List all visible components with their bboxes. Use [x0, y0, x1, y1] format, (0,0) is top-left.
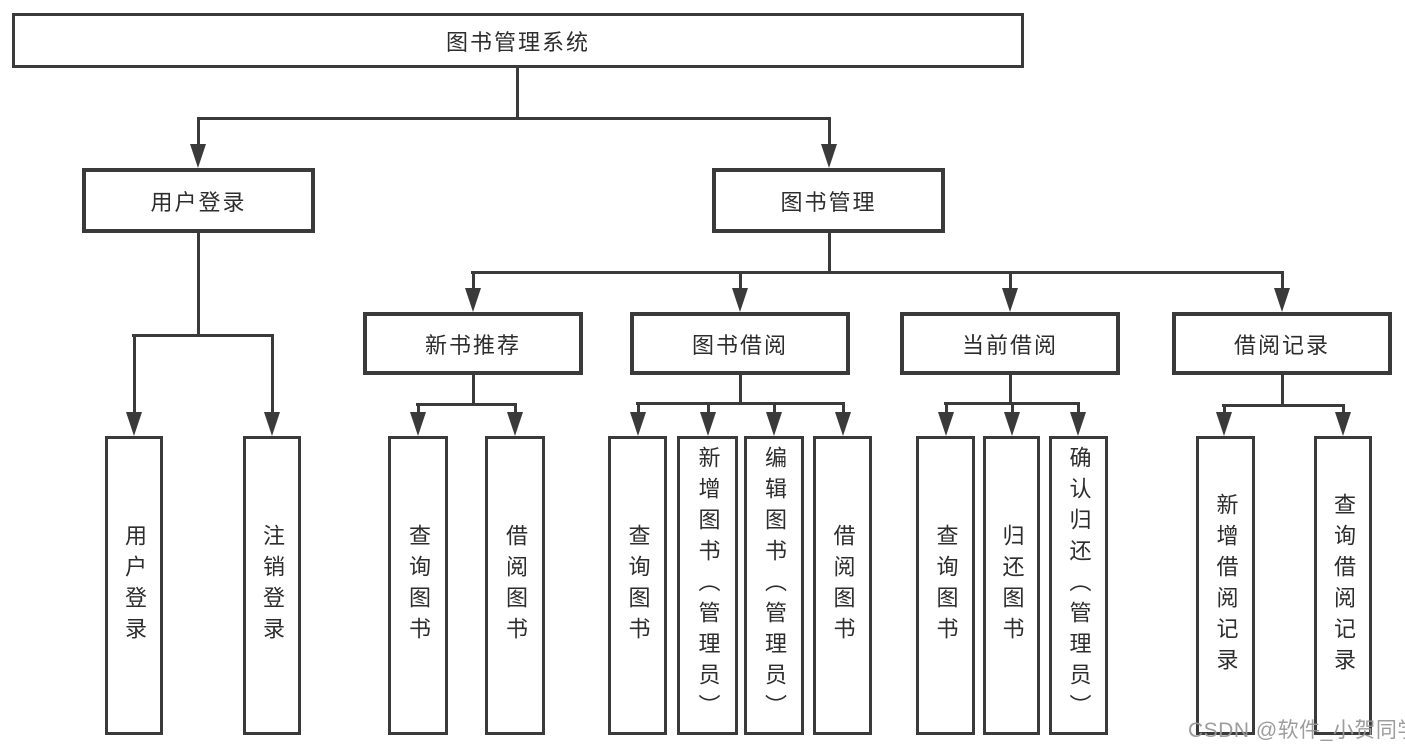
arrowhead: [766, 412, 782, 436]
leaf-user-login: 用户登录: [105, 436, 163, 735]
connector-book-mgmt-stem-4: [1281, 271, 1284, 293]
leaf-confirm-return-admin: 确认归还（管理员）: [1049, 436, 1108, 735]
connector-borrowing-stem-1: [637, 402, 640, 417]
connector-borrowing-stem-4: [842, 402, 845, 417]
connector-book-mgmt-hline: [471, 271, 1284, 274]
connector-user-login-stem-2: [271, 334, 274, 418]
node-new-book-recommendation: 新书推荐: [363, 312, 583, 375]
connector-book-mgmt-stem-3: [1009, 271, 1012, 293]
connector-book-mgmt-stem-2: [739, 271, 742, 293]
connector-borrowing-hline: [636, 402, 845, 405]
leaf-query-books-borrowing: 查询图书: [608, 436, 667, 735]
connector-borrowing-stem-2: [707, 402, 710, 417]
connector-root-vline: [516, 68, 519, 118]
connector-newbook-stem-2: [514, 403, 517, 417]
arrowhead: [126, 412, 142, 436]
arrowhead: [410, 412, 426, 436]
leaf-add-books-admin: 新增图书（管理员）: [677, 436, 738, 735]
node-book-borrowing: 图书借阅: [630, 312, 850, 375]
connector-current-stem-2: [1011, 402, 1014, 417]
node-user-login: 用户登录: [82, 168, 315, 233]
arrowhead: [264, 412, 280, 436]
node-current-borrowing: 当前借阅: [900, 312, 1120, 375]
connector-newbook-stem-1: [417, 403, 420, 417]
arrowhead: [190, 144, 206, 168]
connector-user-login-vline: [197, 233, 200, 335]
leaf-logout: 注销登录: [243, 436, 301, 735]
node-borrowing-records: 借阅记录: [1172, 312, 1392, 375]
connector-current-stem-1: [945, 402, 948, 417]
arrowhead: [1335, 412, 1351, 436]
connector-records-stem-2: [1342, 404, 1345, 417]
connector-current-vline: [1009, 375, 1012, 404]
leaf-query-books-current: 查询图书: [916, 436, 975, 735]
connector-borrowing-vline: [739, 375, 742, 404]
connector-newbook-vline: [472, 375, 475, 405]
connector-records-hline: [1222, 404, 1345, 407]
arrowhead: [1002, 288, 1018, 312]
connector-current-stem-3: [1077, 402, 1080, 417]
connector-user-login-stem-1: [133, 334, 136, 418]
leaf-return-books: 归还图书: [983, 436, 1040, 735]
arrowhead: [938, 412, 954, 436]
arrowhead: [1216, 412, 1232, 436]
leaf-query-borrow-record: 查询借阅记录: [1314, 436, 1372, 735]
connector-newbook-hline: [416, 403, 517, 406]
arrowhead: [1274, 288, 1290, 312]
connector-root-left-stem: [197, 118, 200, 148]
leaf-edit-books-admin: 编辑图书（管理员）: [744, 436, 804, 735]
node-library-management-system: 图书管理系统: [12, 13, 1024, 68]
leaf-borrow-books-recommend: 借阅图书: [485, 436, 545, 735]
arrowhead: [630, 412, 646, 436]
arrowhead: [465, 288, 481, 312]
leaf-borrow-books-borrowing: 借阅图书: [813, 436, 872, 735]
arrowhead: [835, 412, 851, 436]
connector-user-login-hline: [132, 334, 274, 337]
arrowhead: [507, 412, 523, 436]
connector-borrowing-stem-3: [773, 402, 776, 417]
arrowhead: [821, 144, 837, 168]
connector-book-mgmt-vline: [828, 233, 831, 274]
arrowhead: [1070, 412, 1086, 436]
connector-records-stem-1: [1223, 404, 1226, 417]
connector-root-right-stem: [828, 118, 831, 148]
leaf-query-books-recommend: 查询图书: [388, 436, 448, 735]
watermark: CSDN @软件_小贺同学: [1188, 719, 1405, 742]
connector-records-vline: [1281, 375, 1284, 406]
arrowhead: [1004, 412, 1020, 436]
node-book-management: 图书管理: [712, 168, 945, 233]
leaf-add-borrow-record: 新增借阅记录: [1196, 436, 1255, 735]
arrowhead: [732, 288, 748, 312]
connector-book-mgmt-stem-1: [472, 271, 475, 293]
arrowhead: [700, 412, 716, 436]
connector-root-hline: [197, 117, 831, 120]
